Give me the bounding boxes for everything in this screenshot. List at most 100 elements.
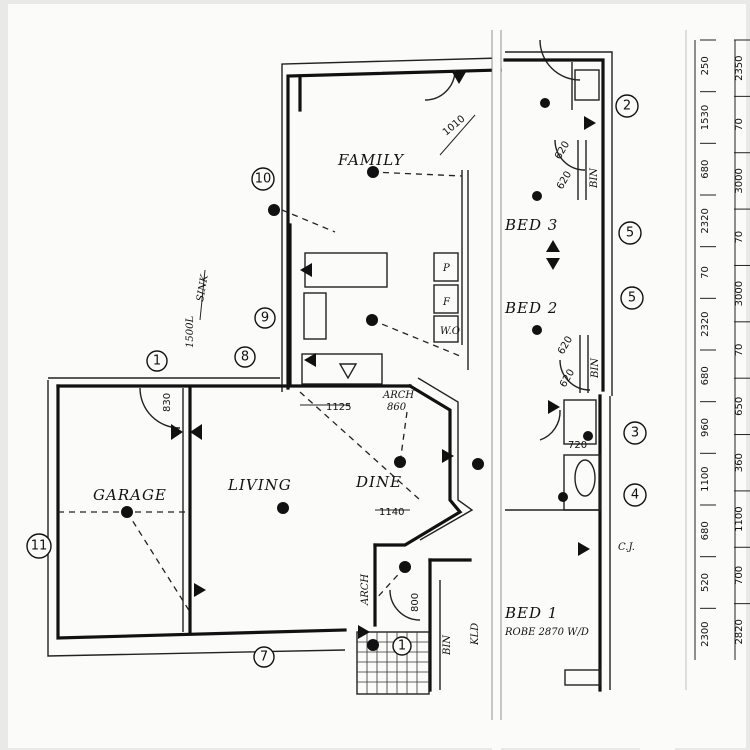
dim-1010: 1010 [441,114,468,139]
dashed-lines [58,171,463,613]
sheet-gap [640,30,675,750]
svg-text:1: 1 [153,354,161,369]
side-dim-value: 1530 [700,105,711,130]
side-dim-value: 700 [734,566,745,585]
light-point [121,506,133,518]
light-point [366,314,378,326]
side-dim-value: 70 [734,118,745,131]
side-dim-value: 70 [734,344,745,357]
svg-text:11: 11 [31,539,48,554]
room-label-garage: GARAGE [93,486,167,504]
robe-note: ROBE 2870 W/D [504,627,589,638]
side-dim-value: 680 [700,366,711,385]
dim-620: 620 [553,139,572,161]
dim-830: 830 [162,393,173,412]
garage-living-walls [47,377,474,692]
room-label-bed2: BED 2 [504,299,558,317]
side-dim-value: 3000 [734,281,745,306]
side-dim-value: 650 [734,397,745,416]
light-point [583,431,593,441]
wall-oven-label: W.O [440,326,460,337]
paper-sheet [8,4,746,748]
side-dim-value: 70 [700,266,711,279]
light-point [394,456,406,468]
callout-1-bottom: 1 [392,636,412,656]
light-point [472,458,484,470]
light-point [532,325,542,335]
room-label-bed3: BED 3 [504,216,558,234]
callout-8: 8 [234,346,256,368]
door-swings [139,39,591,621]
arch-label: ARCH [382,390,414,401]
svg-text:10: 10 [255,172,272,187]
sink-size-label: 1500L [185,316,196,348]
callout-5b: 5 [620,286,644,310]
side-dim-value: 2320 [700,208,711,233]
side-dim-value: 360 [734,453,745,472]
bin-label: BIN [589,167,600,189]
room-label-living: LIVING [227,476,292,494]
light-point [399,561,411,573]
light-point [268,204,280,216]
callout-2: 2 [615,94,639,118]
side-dim-value: 2300 [700,621,711,646]
dim-1125: 1125 [326,402,351,413]
svg-text:4: 4 [631,488,639,503]
svg-text:1: 1 [398,639,406,654]
side-dim-value: 2350 [734,55,745,80]
sink-label: SINK [195,273,211,302]
callout-10: 10 [251,167,275,191]
pantry-label: P [442,263,450,274]
side-dim-value: 680 [700,521,711,540]
light-point [532,191,542,201]
side-dim-value: 680 [700,160,711,179]
side-dimensions-inner: 250 1530 680 2320 70 2320 680 960 1100 680 520 2300 [700,39,716,647]
svg-text:2: 2 [623,99,631,114]
side-dim-value: 2820 [734,619,745,644]
side-dim-value: 70 [734,231,745,244]
arch-label-bottom: ARCH [360,574,371,606]
light-point [367,166,379,178]
light-point [558,492,568,502]
dim-720: 720 [568,440,587,451]
fridge-label: F [442,297,451,308]
cj-label: C.J. [618,542,635,553]
side-dim-value: 2320 [700,311,711,336]
sheet-fold [492,30,501,750]
family-walls [281,57,502,392]
light-point [277,502,289,514]
callout-1: 1 [146,350,168,372]
ceiling-lights [121,98,593,651]
callout-7: 7 [253,646,275,668]
robe-label: KLD [470,623,481,646]
room-label-family: FAMILY [337,151,405,169]
side-dimensions-outer: 2350 70 3000 70 3000 70 650 360 1100 700 2820 [734,39,750,645]
callout-3: 3 [623,421,647,445]
svg-text:7: 7 [260,650,268,665]
svg-text:5: 5 [626,226,634,241]
dim-620: 620 [555,169,574,191]
dim-1140: 1140 [379,507,404,518]
callout-4: 4 [623,483,647,507]
svg-text:5: 5 [628,291,636,306]
kitchen-bench [301,252,459,385]
svg-text:3: 3 [631,426,639,441]
side-dim-value: 250 [700,56,711,75]
room-label-dine: DINE [355,473,402,491]
side-dim-value: 3000 [734,168,745,193]
bin-label: BIN [442,634,453,656]
callout-9: 9 [254,307,276,329]
entry-tiles [356,631,430,695]
bin-label: BIN [590,357,601,379]
room-label-bed1: BED 1 [504,604,558,622]
dim-620: 620 [556,334,575,356]
side-dim-value: 960 [700,418,711,437]
side-dim-value: 1100 [700,466,711,491]
side-dim-value: 1100 [734,506,745,531]
callout-5a: 5 [618,221,642,245]
dimension-lines [199,40,736,660]
side-dim-value: 520 [700,573,711,592]
svg-text:9: 9 [261,311,269,326]
light-point [367,639,379,651]
bedroom-wing-walls [503,51,613,692]
